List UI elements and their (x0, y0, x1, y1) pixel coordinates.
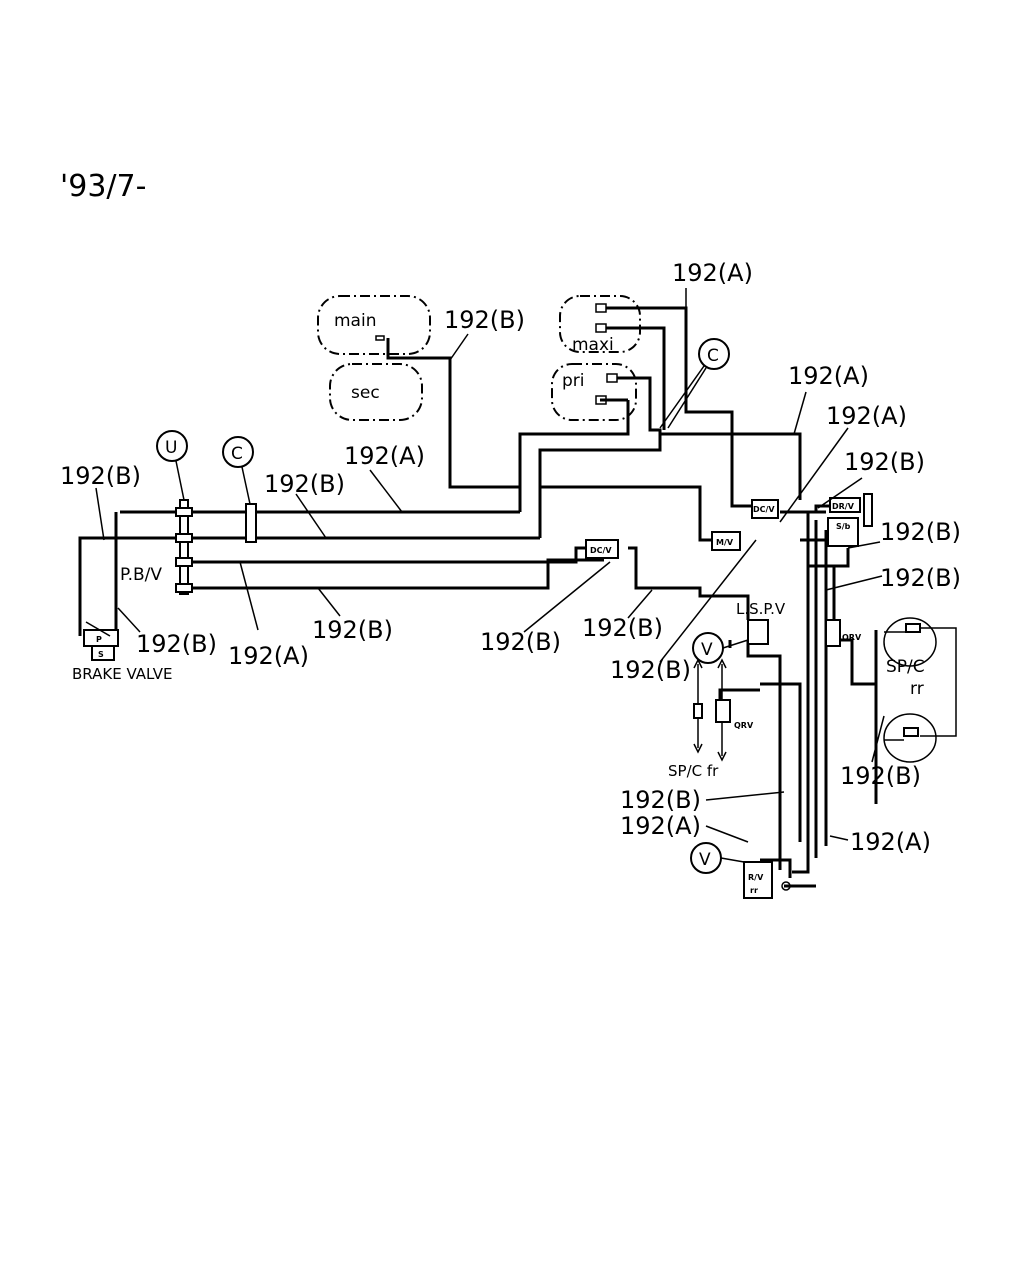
marker-c-left: C (222, 436, 254, 505)
dcv-right: DC/V (751, 499, 779, 519)
leader-lines (95, 288, 885, 843)
callout: 192(A) (228, 642, 309, 670)
marker-v-lower-label: V (699, 850, 711, 870)
callout: 192(B) (880, 564, 961, 592)
marker-v-upper-label: V (701, 640, 713, 660)
sb-label: S/b (836, 522, 851, 531)
dcv-right-label: DC/V (753, 505, 775, 514)
qrv-right-label: QRV (842, 633, 862, 642)
spring-chamber-front: QRV SP/C fr (668, 658, 754, 780)
rv-rr-label-2: rr (750, 886, 758, 895)
callout: 192(B) (264, 470, 345, 498)
callout: 192(B) (444, 306, 525, 334)
marker-c-left-label: C (231, 444, 243, 464)
qrv-right: QRV (825, 619, 862, 647)
tank-maxi: maxi (559, 295, 641, 355)
callout: 192(A) (344, 442, 425, 470)
spc-rr-label-1: SP/C (886, 657, 925, 677)
callout: 192(B) (844, 448, 925, 476)
dcv-center-label: DC/V (590, 546, 612, 555)
qrv-left-label: QRV (734, 721, 754, 730)
relay-valve-rear: R/V rr (743, 861, 791, 899)
drv-label: DR/V (832, 502, 855, 511)
tank-main-label: main (334, 311, 376, 331)
tank-pri-label: pri (562, 371, 585, 391)
callout: 192(B) (880, 518, 961, 546)
callout: 192(B) (480, 628, 561, 656)
lspv-valve: L.S.P.V (736, 600, 786, 645)
coupler-left (245, 503, 257, 543)
callout: 192(A) (850, 828, 931, 856)
callout: 192(B) (840, 762, 921, 790)
callout: 192(A) (672, 259, 753, 287)
brake-valve: P S BRAKE VALVE (72, 621, 172, 683)
date-code: '93/7- (60, 169, 146, 204)
spring-chamber-rear: SP/C rr (883, 617, 957, 763)
tank-sec-label: sec (351, 383, 380, 403)
brake-valve-label: BRAKE VALVE (72, 665, 172, 683)
tank-pri: pri (551, 363, 637, 421)
brake-valve-s: S (98, 650, 104, 659)
mv-valve: M/V (711, 531, 741, 551)
callouts: 192(A) 192(B) 192(A) 192(A) 192(B) 192(B… (60, 259, 961, 856)
marker-u: U (156, 430, 188, 501)
marker-c-top-label: C (707, 346, 719, 366)
callout: 192(B) (582, 614, 663, 642)
callout: 192(A) (788, 362, 869, 390)
callout: 192(A) (826, 402, 907, 430)
tank-sec: sec (329, 363, 423, 421)
mv-label: M/V (716, 538, 734, 547)
tank-maxi-label: maxi (572, 335, 614, 355)
parking-brake-valve: P.B/V (120, 499, 193, 595)
rv-rr-label-1: R/V (748, 873, 764, 882)
spc-fr-label: SP/C fr (668, 762, 719, 780)
spc-rr-label-2: rr (910, 679, 924, 699)
marker-v-lower: V (690, 842, 745, 874)
tank-main: main (317, 295, 431, 355)
callout: 192(B) (312, 616, 393, 644)
pbv-label: P.B/V (120, 565, 162, 585)
drv-sb-block: DR/V S/b (827, 493, 873, 547)
marker-u-label: U (165, 438, 177, 458)
callout: 192(B) (610, 656, 691, 684)
callout: 192(B) (60, 462, 141, 490)
callout: 192(A) (620, 812, 701, 840)
dcv-center: DC/V (585, 539, 619, 559)
marker-c-top: C (659, 338, 730, 429)
callout: 192(B) (136, 630, 217, 658)
callout: 192(B) (620, 786, 701, 814)
marker-v-upper: V (692, 632, 749, 664)
lspv-label: L.S.P.V (736, 600, 786, 618)
brake-valve-p: P (96, 635, 102, 644)
